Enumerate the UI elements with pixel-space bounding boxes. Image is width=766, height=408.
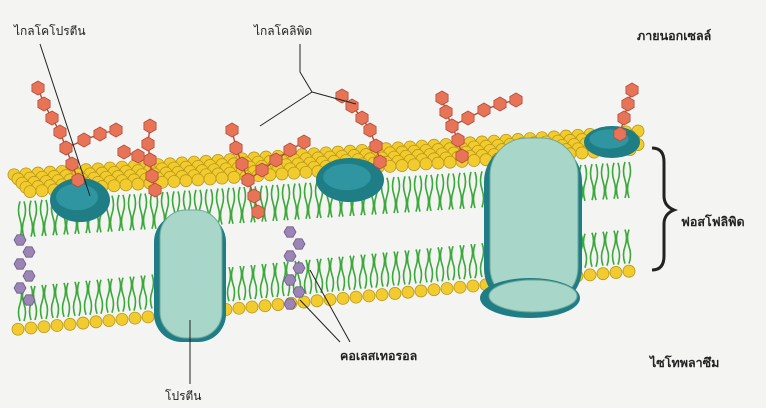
label-glycoprotein: ไกลโคโปรตีน xyxy=(14,22,86,41)
peripheral-protein-right xyxy=(584,126,640,158)
label-phospholipid: ฟอสโฟลิพิด xyxy=(681,212,745,232)
integral-protein-right-lower-lobe xyxy=(480,278,580,318)
label-glycolipid: ไกลโคลิพิด xyxy=(254,22,312,41)
label-cytoplasm: ไซโทพลาซึม xyxy=(650,353,719,373)
label-cholesterol: คอเลสเทอรอล xyxy=(340,346,417,366)
label-outside-cell: ภายนอกเซลล์ xyxy=(637,26,711,46)
label-protein: โปรตีน xyxy=(165,387,202,406)
